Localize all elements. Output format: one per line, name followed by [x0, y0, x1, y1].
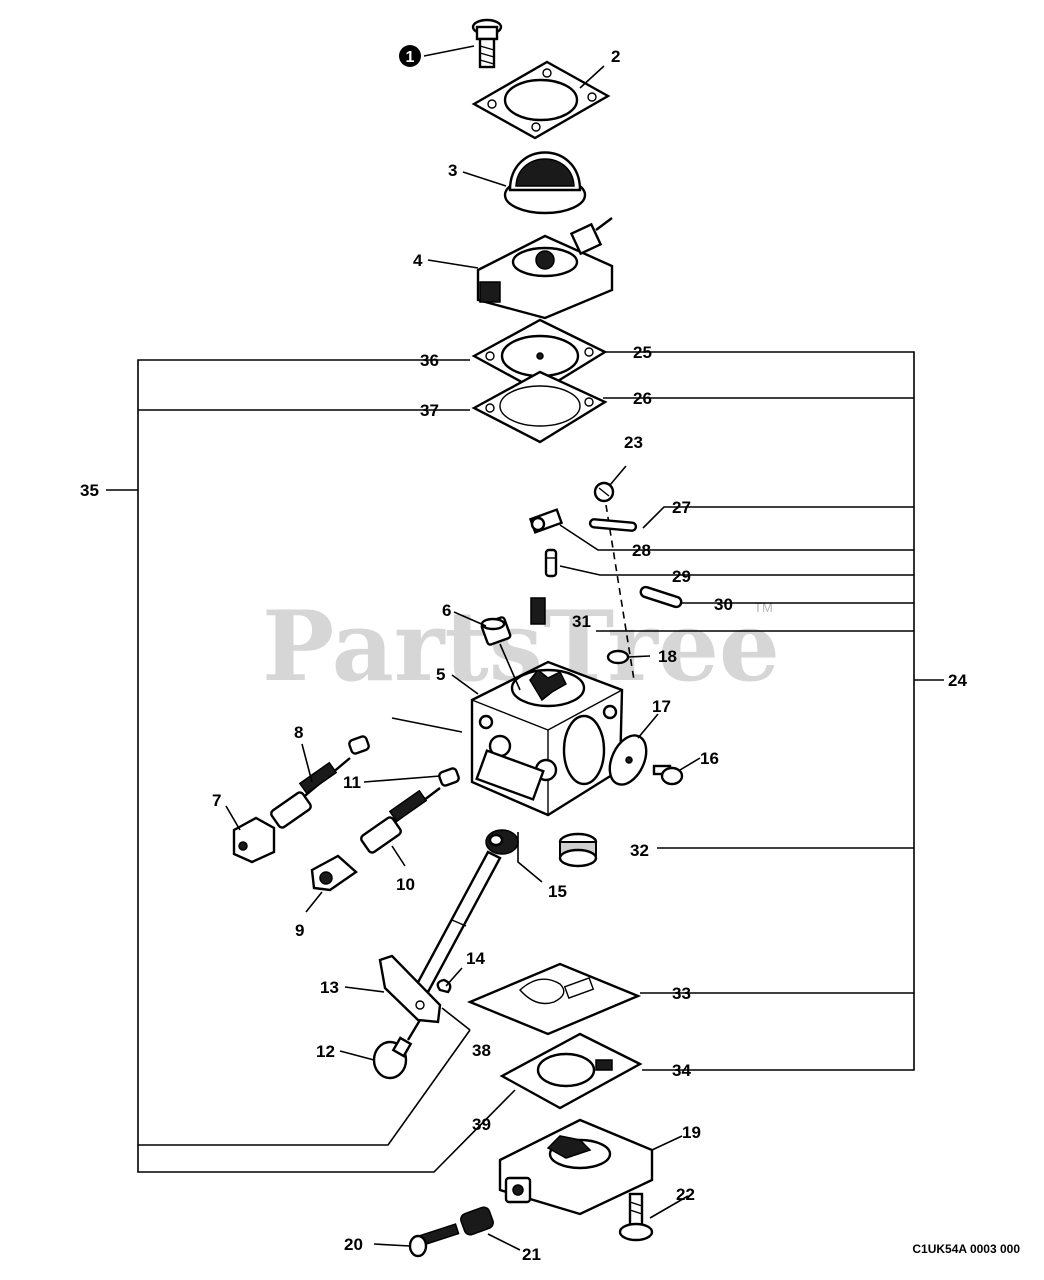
pin-30-drawing [639, 585, 683, 609]
callout-24: 24 [948, 671, 967, 690]
callout-16: 16 [700, 749, 719, 768]
bracket-lines [106, 351, 944, 1173]
callout-6: 6 [442, 601, 451, 620]
callout-33: 33 [672, 984, 691, 1003]
lower-cover-19-drawing [498, 1118, 654, 1216]
throttle-shaft-13-drawing [378, 850, 502, 1041]
callout-2: 2 [611, 47, 620, 66]
callout-27: 27 [672, 498, 691, 517]
screw-20-drawing [408, 1223, 460, 1258]
callout-28: 28 [632, 541, 651, 560]
callout-10: 10 [396, 875, 415, 894]
callout-14: 14 [466, 949, 485, 968]
diagram-code: C1UK54A 0003 000 [912, 1242, 1020, 1256]
cap-6-drawing [480, 616, 512, 646]
carburetor-body-5-drawing [470, 660, 624, 817]
screw-22-drawing [618, 1192, 654, 1242]
callout-29: 29 [672, 567, 691, 586]
callout-1: 1 [399, 45, 421, 67]
callout-18: 18 [658, 647, 677, 666]
clip-14-drawing [436, 978, 452, 994]
callout-35: 35 [80, 481, 99, 500]
callout-31: 31 [572, 612, 591, 631]
gasket-37-drawing [471, 370, 608, 444]
diaphragm-34-drawing [499, 1032, 643, 1110]
callout-3: 3 [448, 161, 457, 180]
gasket-33-drawing [466, 962, 642, 1036]
callout-8: 8 [294, 723, 303, 742]
plug-11-drawing [348, 735, 460, 787]
callout-4: 4 [413, 251, 423, 270]
spring-15-drawing [485, 829, 519, 855]
needle-29-drawing [544, 548, 558, 578]
primer-bulb-3-drawing [503, 151, 587, 215]
callout-13: 13 [320, 978, 339, 997]
callout-1-badge [399, 45, 421, 67]
knob-12-drawing [372, 1036, 413, 1080]
callout-17: 17 [652, 697, 671, 716]
callout-9: 9 [295, 921, 304, 940]
spring-21-drawing [460, 1206, 494, 1236]
callout-34: 34 [672, 1061, 691, 1080]
pin-27-drawing [588, 518, 638, 532]
gasket-2-drawing [471, 60, 611, 140]
callout-15: 15 [548, 882, 567, 901]
callout-5: 5 [436, 665, 445, 684]
screw-1-drawing [471, 18, 503, 69]
limiter-cap-9-drawing [310, 854, 358, 892]
callout-38: 38 [472, 1041, 491, 1060]
callout-26: 26 [633, 389, 652, 408]
callout-39: 39 [472, 1115, 491, 1134]
callout-23: 23 [624, 433, 643, 452]
callout-12: 12 [316, 1042, 335, 1061]
adjust-screw-8-drawing [270, 757, 351, 829]
lever-28-drawing [528, 508, 564, 534]
callout-21: 21 [522, 1245, 541, 1264]
callout-1-label: 1 [406, 49, 415, 66]
callout-11: 11 [343, 773, 361, 792]
callout-22: 22 [676, 1185, 695, 1204]
limiter-cap-7-drawing [232, 816, 276, 864]
screw-16-drawing [652, 764, 684, 786]
spring-31-drawing [530, 597, 546, 625]
callout-7: 7 [212, 791, 221, 810]
filter-32-drawing [558, 832, 598, 868]
callout-20: 20 [344, 1235, 363, 1254]
callout-19: 19 [682, 1123, 701, 1142]
callout-25: 25 [633, 343, 652, 362]
callout-36: 36 [420, 351, 439, 370]
callout-37: 37 [420, 401, 439, 420]
adjust-screw-10-drawing [360, 787, 441, 854]
callout-32: 32 [630, 841, 649, 860]
screw-23-drawing [593, 481, 615, 503]
leader-lines [225, 45, 701, 1251]
callout-30: 30 [714, 595, 733, 614]
clip-18-drawing [606, 649, 630, 665]
pump-cover-4-drawing [476, 217, 614, 320]
